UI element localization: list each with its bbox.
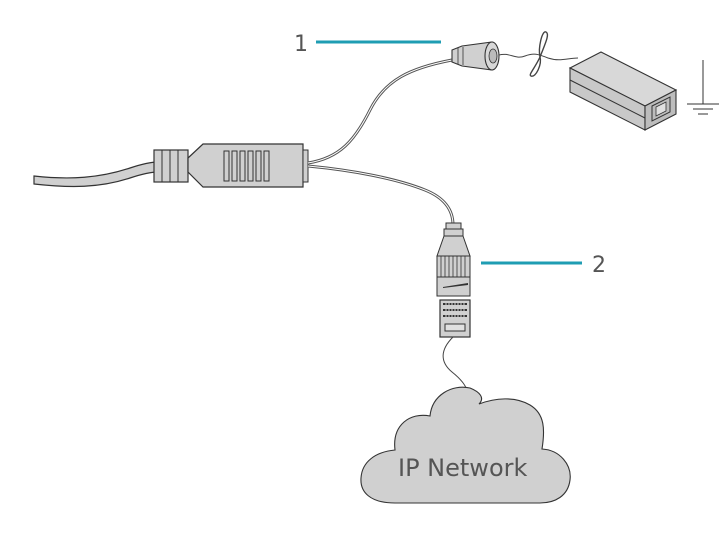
ip-network-cloud-icon: IP Network bbox=[360, 386, 571, 504]
splitter-boot bbox=[153, 149, 189, 183]
rj45-coupler-icon bbox=[436, 222, 471, 297]
camera-cable bbox=[33, 161, 159, 188]
lan-wire bbox=[442, 336, 467, 393]
adapter-wire bbox=[498, 53, 579, 61]
dc-plug-icon bbox=[451, 41, 500, 71]
rj45-plug-icon bbox=[439, 299, 471, 338]
splitter-vents bbox=[223, 150, 270, 182]
cable-tie-icon bbox=[529, 31, 549, 77]
callout-1: 1 bbox=[294, 32, 441, 57]
callout-1-number: 1 bbox=[294, 32, 308, 57]
power-adapter-icon bbox=[568, 51, 678, 131]
callout-2-number: 2 bbox=[592, 253, 606, 278]
network-cable bbox=[307, 164, 455, 226]
power-cable bbox=[307, 58, 453, 165]
cloud-label: IP Network bbox=[398, 454, 527, 482]
ground-symbol-icon bbox=[687, 60, 719, 115]
callout-2: 2 bbox=[481, 253, 606, 278]
splitter-body bbox=[187, 143, 309, 188]
